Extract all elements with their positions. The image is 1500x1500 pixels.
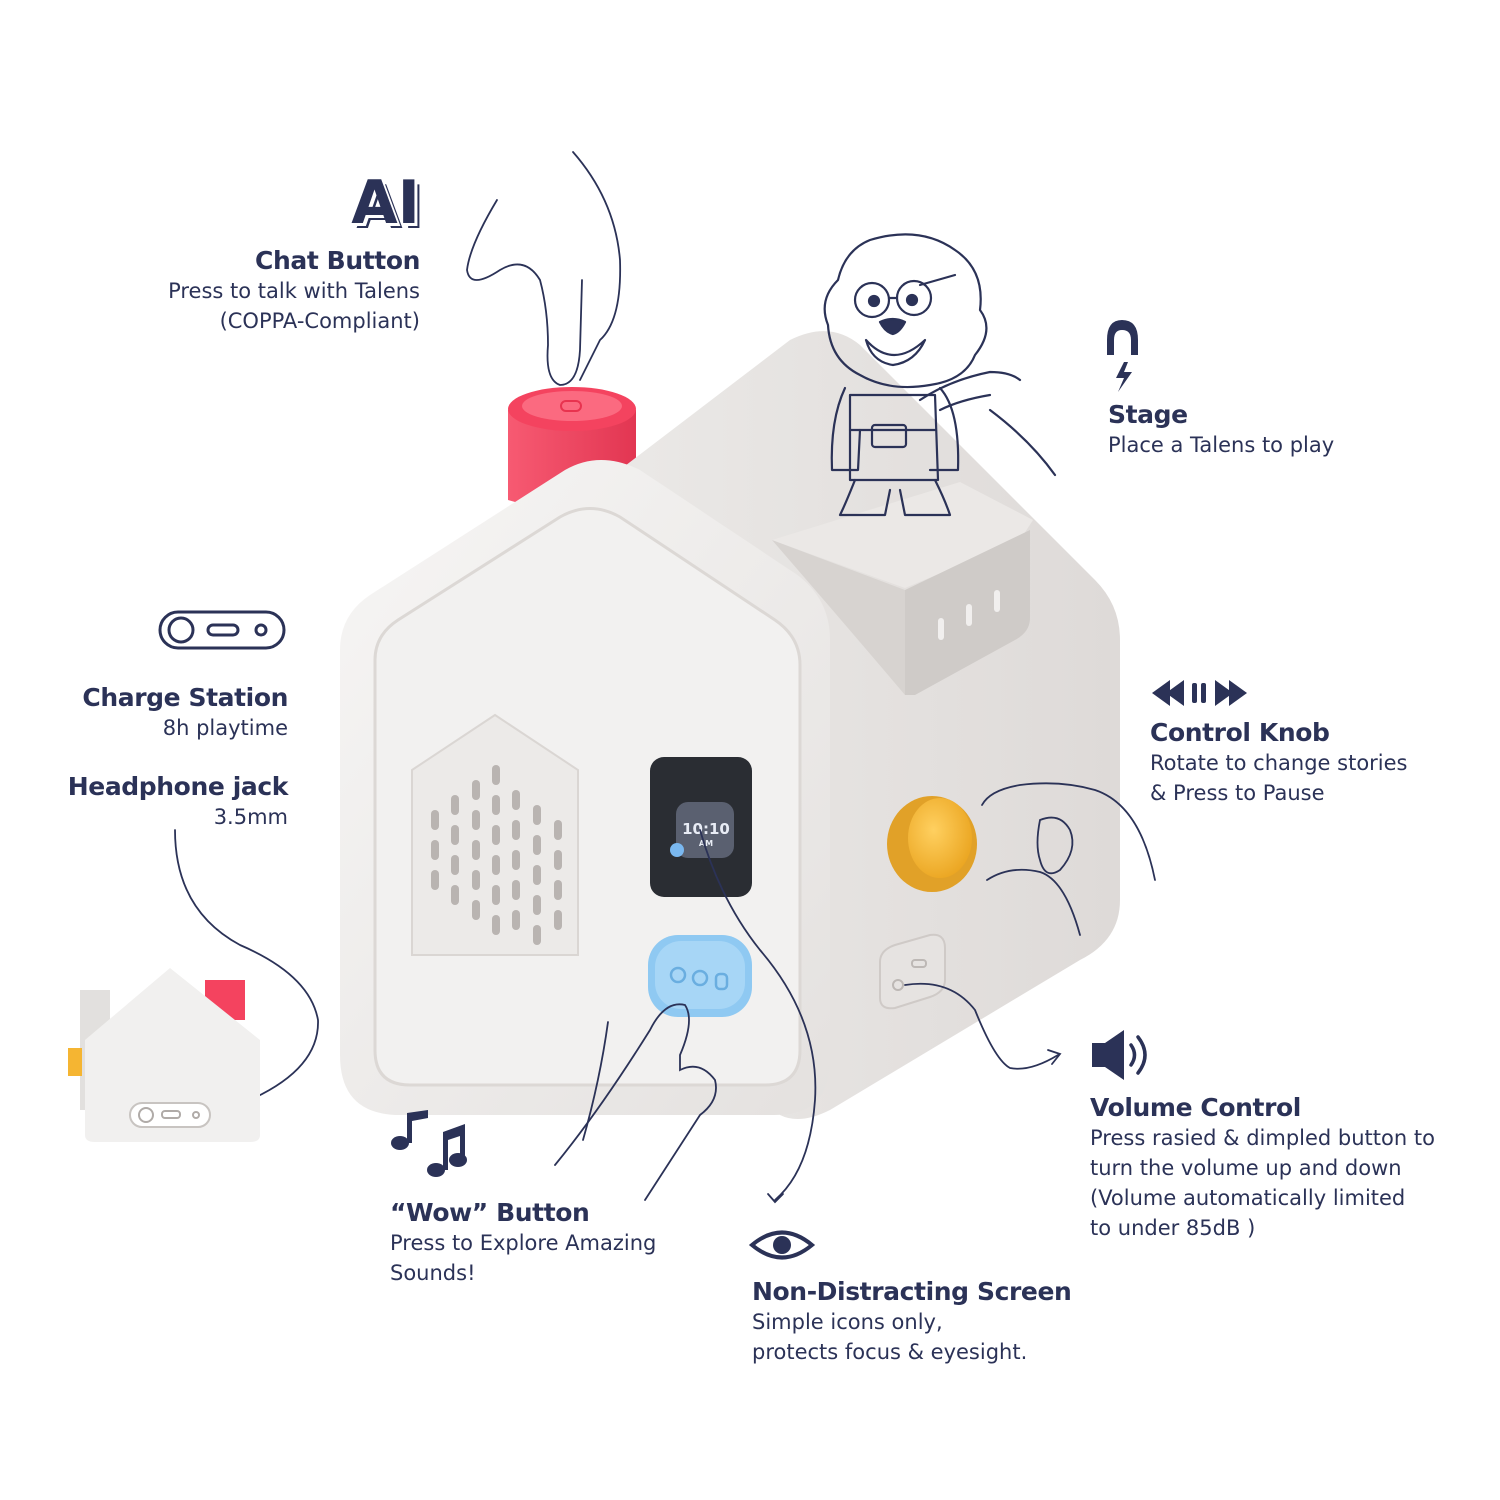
- wow-hand: [554, 1003, 717, 1201]
- volume-control-desc-4: to under 85dB ): [1090, 1216, 1256, 1240]
- volume-control-desc-2: turn the volume up and down: [1090, 1156, 1402, 1180]
- control-knob-title: Control Knob: [1150, 718, 1330, 747]
- talens-lion-figure: [823, 233, 1057, 517]
- chat-button-desc-2: (COPPA-Compliant): [219, 309, 420, 333]
- volume-control-label: Volume Control Press rasied & dimpled bu…: [1090, 1093, 1490, 1243]
- screen-desc-2: protects focus & eyesight.: [752, 1340, 1028, 1364]
- headphone-jack-label: Headphone jack 3.5mm: [40, 772, 289, 832]
- stage-platform: [772, 482, 1033, 695]
- screen-desc-1: Simple icons only,: [752, 1310, 943, 1334]
- chat-pointer-finger: [466, 199, 583, 386]
- media-controls-icon: [1152, 680, 1247, 706]
- control-knob-desc-1: Rotate to change stories: [1150, 751, 1408, 775]
- charge-station-desc: 8h playtime: [162, 716, 288, 740]
- clock-time: 10:10: [682, 820, 730, 838]
- wow-button[interactable]: [648, 935, 752, 1017]
- volume-buttons[interactable]: [879, 933, 946, 1010]
- music-notes-icon: [391, 1110, 467, 1177]
- control-knob-label: Control Knob Rotate to change stories & …: [1150, 718, 1470, 808]
- stage-label: Stage Place a Talens to play: [1108, 400, 1408, 460]
- ai-badge: AI: [351, 168, 420, 238]
- volume-control-title: Volume Control: [1090, 1093, 1301, 1122]
- charge-port-icon: [158, 610, 286, 650]
- screen-label: Non-Distracting Screen Simple icons only…: [752, 1277, 1092, 1367]
- screen-title: Non-Distracting Screen: [752, 1277, 1072, 1306]
- speaker-icon: [1092, 1030, 1147, 1080]
- stage-desc: Place a Talens to play: [1108, 433, 1335, 457]
- speaker-grill: [431, 765, 562, 945]
- volume-control-desc-1: Press rasied & dimpled button to: [1090, 1126, 1435, 1150]
- charge-station-label: Charge Station 8h playtime: [40, 683, 288, 743]
- control-knob[interactable]: [887, 796, 977, 892]
- clock-ampm: AM: [699, 839, 713, 848]
- magnet-icon: [1107, 320, 1138, 392]
- screen: 10:10 AM: [650, 757, 752, 897]
- wow-button-desc-2: Sounds!: [390, 1261, 476, 1285]
- chat-button-title: Chat Button: [255, 246, 420, 275]
- headphone-jack-title: Headphone jack: [67, 772, 289, 801]
- stage-title: Stage: [1108, 400, 1188, 429]
- volume-control-desc-3: (Volume automatically limited: [1090, 1186, 1406, 1210]
- wow-button-desc-1: Press to Explore Amazing: [390, 1231, 657, 1255]
- charge-station-title: Charge Station: [82, 683, 288, 712]
- control-knob-desc-2: & Press to Pause: [1150, 781, 1325, 805]
- chat-button-label: Chat Button Press to talk with Talens (C…: [120, 246, 420, 336]
- eye-icon: [748, 1230, 816, 1260]
- mini-device-back-view: [68, 968, 260, 1142]
- chat-button[interactable]: [508, 387, 636, 506]
- headphone-jack-desc: 3.5mm: [213, 805, 288, 829]
- knob-hand: [981, 782, 1156, 881]
- chat-button-desc-1: Press to talk with Talens: [168, 279, 420, 303]
- callout-lines: [174, 151, 1156, 1204]
- wow-button-title: “Wow” Button: [390, 1198, 590, 1227]
- wow-button-label: “Wow” Button Press to Explore Amazing So…: [390, 1198, 710, 1288]
